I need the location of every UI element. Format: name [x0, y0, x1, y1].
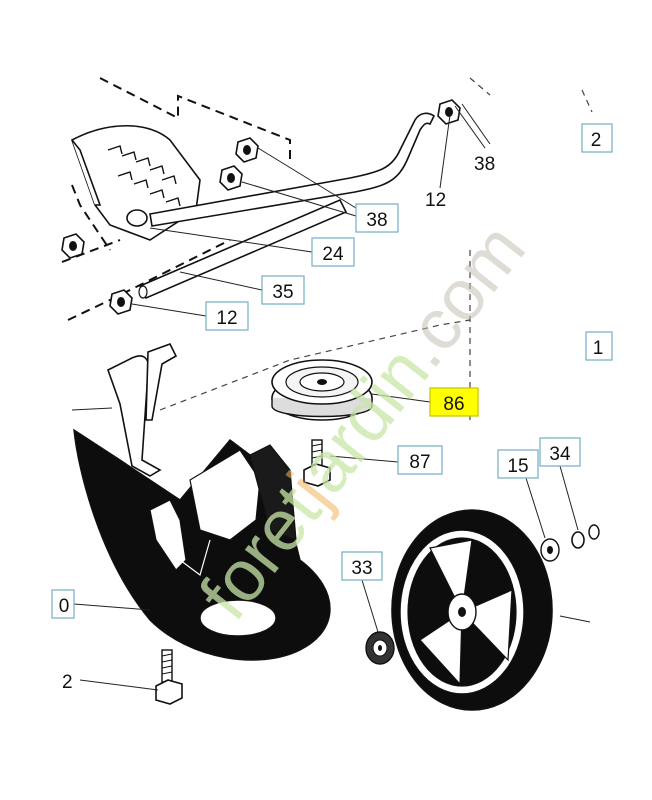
pulley-86 [271, 359, 373, 421]
callout-87: 87 [397, 445, 443, 475]
nut-left [61, 233, 85, 259]
assembly-outlines [61, 77, 593, 420]
callout-left-mid: 0 [51, 589, 75, 619]
bracket-arm [107, 343, 178, 477]
callout-left-mid-label: 0 [59, 596, 70, 617]
bottom-bolt [155, 649, 183, 705]
leader-lines [71, 103, 591, 691]
label-2-bottom: 2 [62, 672, 73, 693]
callout-right-top-label: 2 [591, 130, 602, 151]
callout-87-label: 87 [409, 452, 430, 473]
deflector-plate [71, 125, 201, 241]
clip-34 [571, 524, 600, 549]
nut-38a [235, 137, 259, 163]
callout-34: 34 [539, 437, 581, 467]
callout-33: 33 [341, 551, 383, 581]
wheel [391, 509, 553, 711]
callout-12-label: 12 [216, 308, 237, 329]
callout-24-label: 24 [322, 244, 344, 265]
callout-86-label: 86 [443, 394, 464, 415]
label-38-top: 38 [474, 154, 495, 175]
washer-15 [540, 538, 560, 562]
blade-housing [73, 428, 331, 661]
callout-15: 15 [497, 449, 539, 479]
callout-24: 24 [311, 237, 355, 267]
callout-33-label: 33 [351, 558, 372, 579]
callout-12: 12 [205, 301, 249, 331]
callout-38-label: 38 [366, 210, 387, 231]
bolt-87 [303, 439, 331, 487]
callout-right-mid-label: 1 [593, 338, 604, 359]
callout-15-label: 15 [507, 456, 528, 477]
handle-rod [149, 112, 436, 227]
nut-38b [219, 165, 243, 191]
rod-35 [138, 198, 348, 300]
label-12-top: 12 [425, 190, 446, 211]
callout-right-top: 2 [581, 123, 613, 153]
callout-38: 38 [355, 203, 399, 233]
callout-right-mid: 1 [585, 331, 613, 361]
callout-86: 86 [429, 387, 479, 417]
callout-34-label: 34 [549, 444, 571, 465]
callout-35: 35 [261, 275, 305, 305]
hub-nut-33 [365, 631, 395, 665]
nut-12 [109, 289, 133, 315]
callout-35-label: 35 [272, 282, 293, 303]
nut-top-right [437, 99, 461, 125]
